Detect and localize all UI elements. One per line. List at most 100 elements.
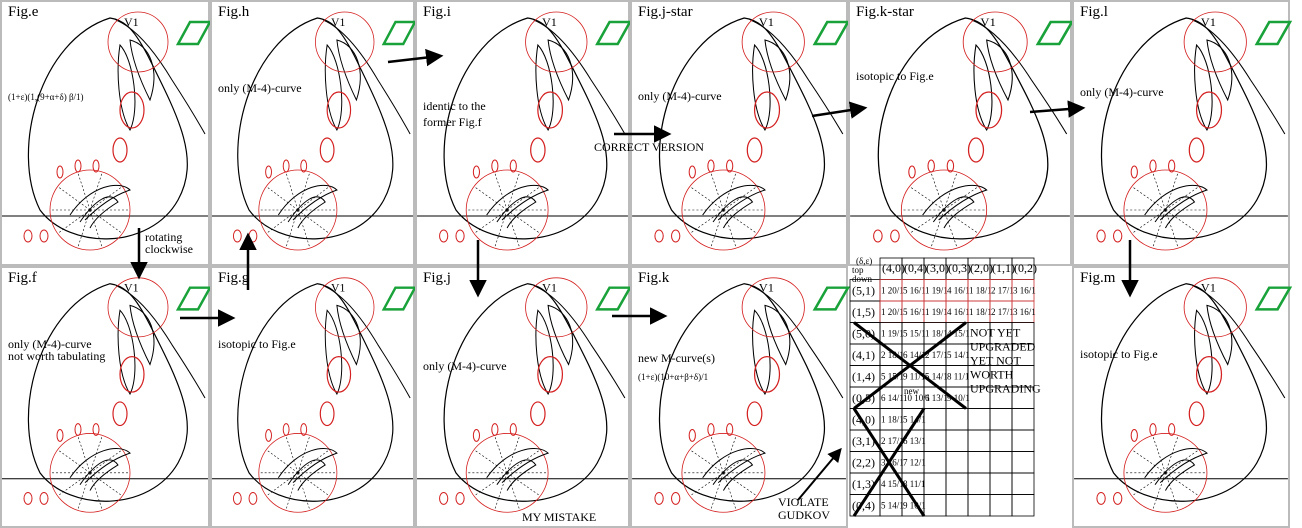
- parallelogram-icon: [1038, 22, 1072, 44]
- panel-label: Fig.i: [423, 4, 451, 20]
- panel-caption: (1+ε)(10+α+β+δ)/1: [638, 372, 708, 382]
- table-cell: 1 20/1: [881, 307, 904, 317]
- parallelogram-icon: [384, 22, 415, 44]
- panel-caption: identic to the: [423, 99, 486, 113]
- row-head: (2,2): [852, 456, 875, 470]
- table-header: (4,0): [882, 261, 905, 275]
- panel-caption: isotopic to Fig.e: [1080, 347, 1158, 361]
- v1-label: V1: [124, 281, 139, 295]
- table-cell: 3 16/1: [1013, 286, 1036, 296]
- panel-caption: not worth tabulating: [8, 349, 105, 363]
- panel-label: Fig.e: [8, 4, 39, 20]
- arrow-violate: [798, 450, 840, 500]
- my-mistake-label: MY MISTAKE: [522, 510, 596, 524]
- table-cell: 1 19/1: [881, 329, 904, 339]
- violate-label-2: GUDKOV: [778, 508, 830, 522]
- table-header: (1,1): [992, 261, 1015, 275]
- table-header: (0,2): [1014, 261, 1037, 275]
- panel-caption: only (M-4)-curve: [1080, 85, 1164, 99]
- table-cell: 7 12/1: [903, 458, 926, 468]
- parallelogram-icon: [597, 288, 630, 310]
- row-head: (4,1): [852, 348, 875, 362]
- table-cell: 8 11/1: [947, 372, 969, 382]
- panel-fig-h: V1Fig.honly (M-4)-curve: [211, 1, 415, 265]
- table-cell: 1 18/1: [969, 307, 992, 317]
- panel-label: Fig.g: [218, 270, 250, 286]
- table-cell: 1 20/1: [881, 286, 904, 296]
- table-cell: 5 14/1: [881, 501, 904, 511]
- table-cell: 4 16/1: [947, 307, 970, 317]
- panel-label: Fig.k: [638, 270, 670, 286]
- panel-fig-k: V1 Fig.k new M-curve(s) (1+ε)(10+α+β+δ)/1: [631, 267, 848, 527]
- panel-fig-e: V1 Fig.e (1+ε)(1,(9+α+δ) β/1): [1, 1, 210, 265]
- arrow-k-star-to-l: [1030, 108, 1082, 112]
- table-cell: 1 18/1: [881, 415, 904, 425]
- corner-label: down: [852, 274, 872, 284]
- panel-caption: new M-curve(s): [638, 351, 715, 365]
- v1-label: V1: [124, 15, 139, 29]
- panel-caption: (1+ε)(1,(9+α+δ) β/1): [8, 92, 84, 102]
- rotating-label-2: clockwise: [145, 242, 193, 256]
- table-cell: 5 15/1: [903, 329, 926, 339]
- v1-label: V1: [331, 282, 345, 295]
- panel-label: Fig.f: [8, 270, 37, 286]
- table-cell: 5 16/1: [903, 307, 926, 317]
- coefficient-table: (δ,ε)topdown(4,0)(0,4)(3,0)(0,3)(2,0)(1,…: [850, 256, 1041, 516]
- table-cell: 2 17/1: [991, 307, 1014, 317]
- table-cell: 1 18/1: [969, 286, 992, 296]
- table-header: (2,0): [970, 261, 993, 275]
- table-header: (0,3): [948, 261, 971, 275]
- parallelogram-icon: [1257, 288, 1290, 310]
- v1-label: V1: [1201, 15, 1216, 29]
- panel-caption: isotopic to Fig.e: [856, 69, 934, 83]
- table-cell: 1 18/1: [925, 329, 948, 339]
- v1-label: V1: [331, 15, 345, 29]
- table-cell: 4 16/1: [947, 286, 970, 296]
- v1-label: V1: [759, 15, 774, 29]
- parallelogram-icon: [815, 22, 848, 44]
- parallelogram-icon: [815, 288, 848, 310]
- panel-caption: only (M-4)-curve: [638, 89, 722, 103]
- panel-caption: former Fig.f: [423, 115, 482, 129]
- v1-label: V1: [542, 15, 557, 29]
- table-header: (3,0): [926, 261, 949, 275]
- table-note: WORTH: [970, 368, 1014, 382]
- table-cell: 1 19/1: [925, 307, 948, 317]
- v1-label: V1: [980, 15, 996, 29]
- panel-fig-l: V1 Fig.l only (M-4)-curve: [1073, 1, 1290, 265]
- table-cell: 6 14/1: [881, 393, 904, 403]
- v1-label: V1: [759, 281, 774, 295]
- panel-fig-k-star: V1 Fig.k-star isotopic to Fig.e: [849, 1, 1072, 265]
- table-note: UPGRADED: [970, 340, 1036, 354]
- panel-caption: only (M-4)-curve: [423, 359, 507, 373]
- row-head: (5,1): [852, 284, 875, 298]
- table-note: NOT YET: [970, 326, 1021, 340]
- parallelogram-icon: [384, 288, 415, 310]
- panel-label: Fig.k-star: [856, 4, 914, 20]
- panel-label: Fig.l: [1080, 4, 1108, 20]
- panel-label: Fig.j-star: [638, 4, 693, 20]
- row-head: (1,5): [852, 305, 875, 319]
- table-header: (0,4): [904, 261, 927, 275]
- table-cell: 3 16/1: [1013, 307, 1036, 317]
- table-note: YET NOT: [970, 354, 1021, 368]
- parallelogram-icon: [178, 22, 210, 44]
- panel-fig-g: V1 Fig.g isotopic to Fig.e: [211, 267, 415, 527]
- parallelogram-icon: [178, 288, 210, 310]
- new-note: new: [904, 386, 919, 396]
- violate-label-1: VIOLATE: [778, 495, 829, 509]
- table-cell: 5 14/1: [947, 350, 970, 360]
- panel-caption: isotopic to Fig.e: [218, 337, 296, 351]
- row-head: (1,4): [852, 370, 875, 384]
- parallelogram-icon: [597, 22, 630, 44]
- arrow-j-star-to-k-star: [812, 108, 864, 116]
- correct-version-label: CORRECT VERSION: [594, 140, 704, 154]
- table-cell: 1 19/1: [925, 286, 948, 296]
- table-note: UPGRADING: [970, 382, 1041, 396]
- table-cell: 6 13/1: [925, 393, 948, 403]
- v1-label: V1: [542, 281, 557, 295]
